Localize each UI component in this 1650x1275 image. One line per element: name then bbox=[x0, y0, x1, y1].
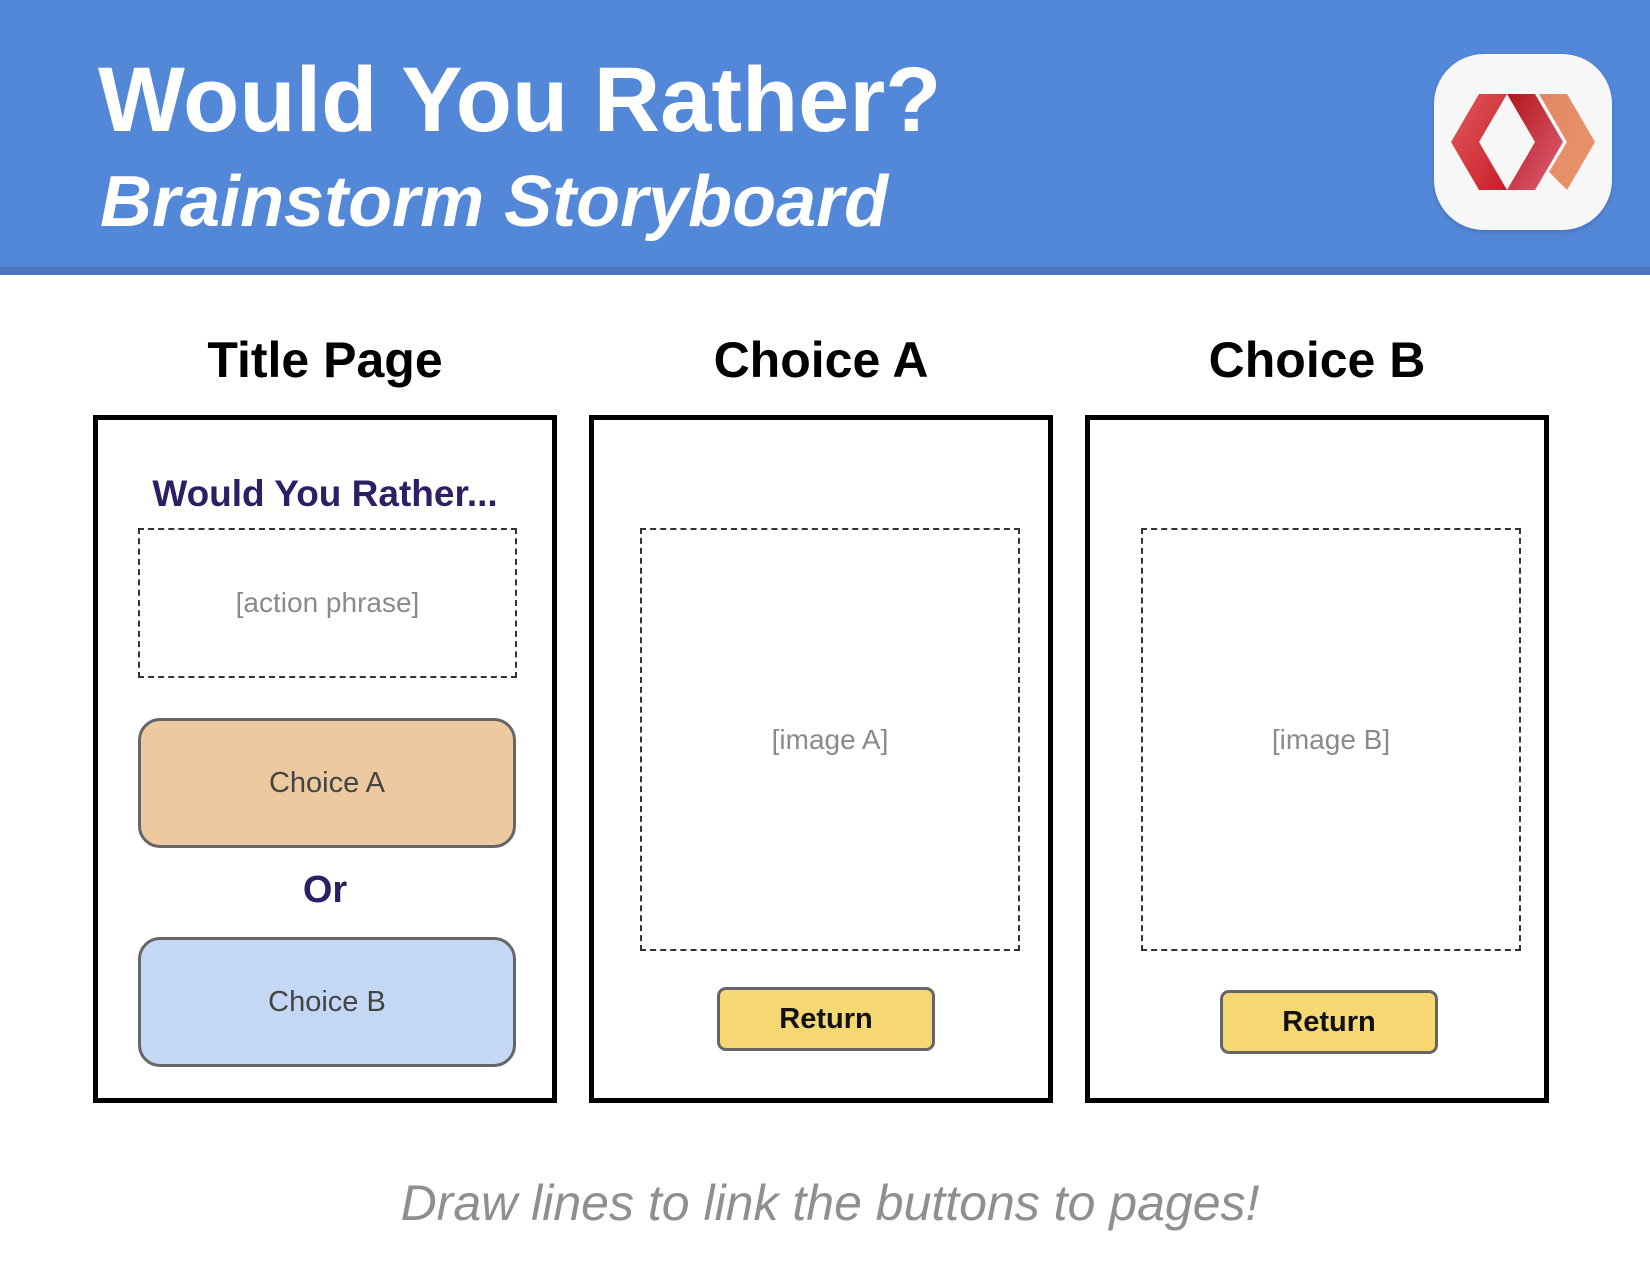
choice-a-label: Choice A bbox=[268, 766, 386, 799]
heading-choice-b: Choice B bbox=[1208, 332, 1426, 388]
choice-b-label: Choice B bbox=[268, 985, 386, 1018]
choice-b-frame: [image B] Return bbox=[1085, 415, 1549, 1103]
page-title: Would You Rather? bbox=[98, 49, 942, 151]
return-label-a: Return bbox=[779, 1002, 873, 1035]
image-a-placeholder: [image A] bbox=[640, 528, 1020, 951]
choice-b-button[interactable]: Choice B bbox=[138, 937, 516, 1067]
heading-title-page: Title Page bbox=[207, 332, 443, 388]
header-banner: Would You Rather? Brainstorm Storyboard bbox=[0, 0, 1650, 275]
app-logo-icon bbox=[1434, 54, 1612, 230]
or-label: Or bbox=[302, 869, 348, 911]
choice-a-button[interactable]: Choice A bbox=[138, 718, 516, 848]
would-you-rather-prompt: Would You Rather... bbox=[152, 473, 498, 514]
action-phrase-text: [action phrase] bbox=[235, 587, 420, 618]
image-b-placeholder: [image B] bbox=[1141, 528, 1521, 951]
heading-choice-a: Choice A bbox=[713, 332, 929, 388]
return-label-b: Return bbox=[1282, 1005, 1376, 1038]
title-page-frame: Would You Rather... [action phrase] Choi… bbox=[93, 415, 557, 1103]
page-subtitle: Brainstorm Storyboard bbox=[100, 162, 889, 242]
return-button-a[interactable]: Return bbox=[717, 987, 935, 1051]
image-a-text: [image A] bbox=[771, 723, 889, 755]
logo-mark-icon bbox=[1451, 94, 1595, 190]
action-phrase-placeholder: [action phrase] bbox=[138, 528, 517, 678]
image-b-text: [image B] bbox=[1271, 723, 1391, 755]
choice-a-frame: [image A] Return bbox=[589, 415, 1053, 1103]
instruction-note: Draw lines to link the buttons to pages! bbox=[400, 1175, 1260, 1231]
return-button-b[interactable]: Return bbox=[1220, 990, 1438, 1054]
